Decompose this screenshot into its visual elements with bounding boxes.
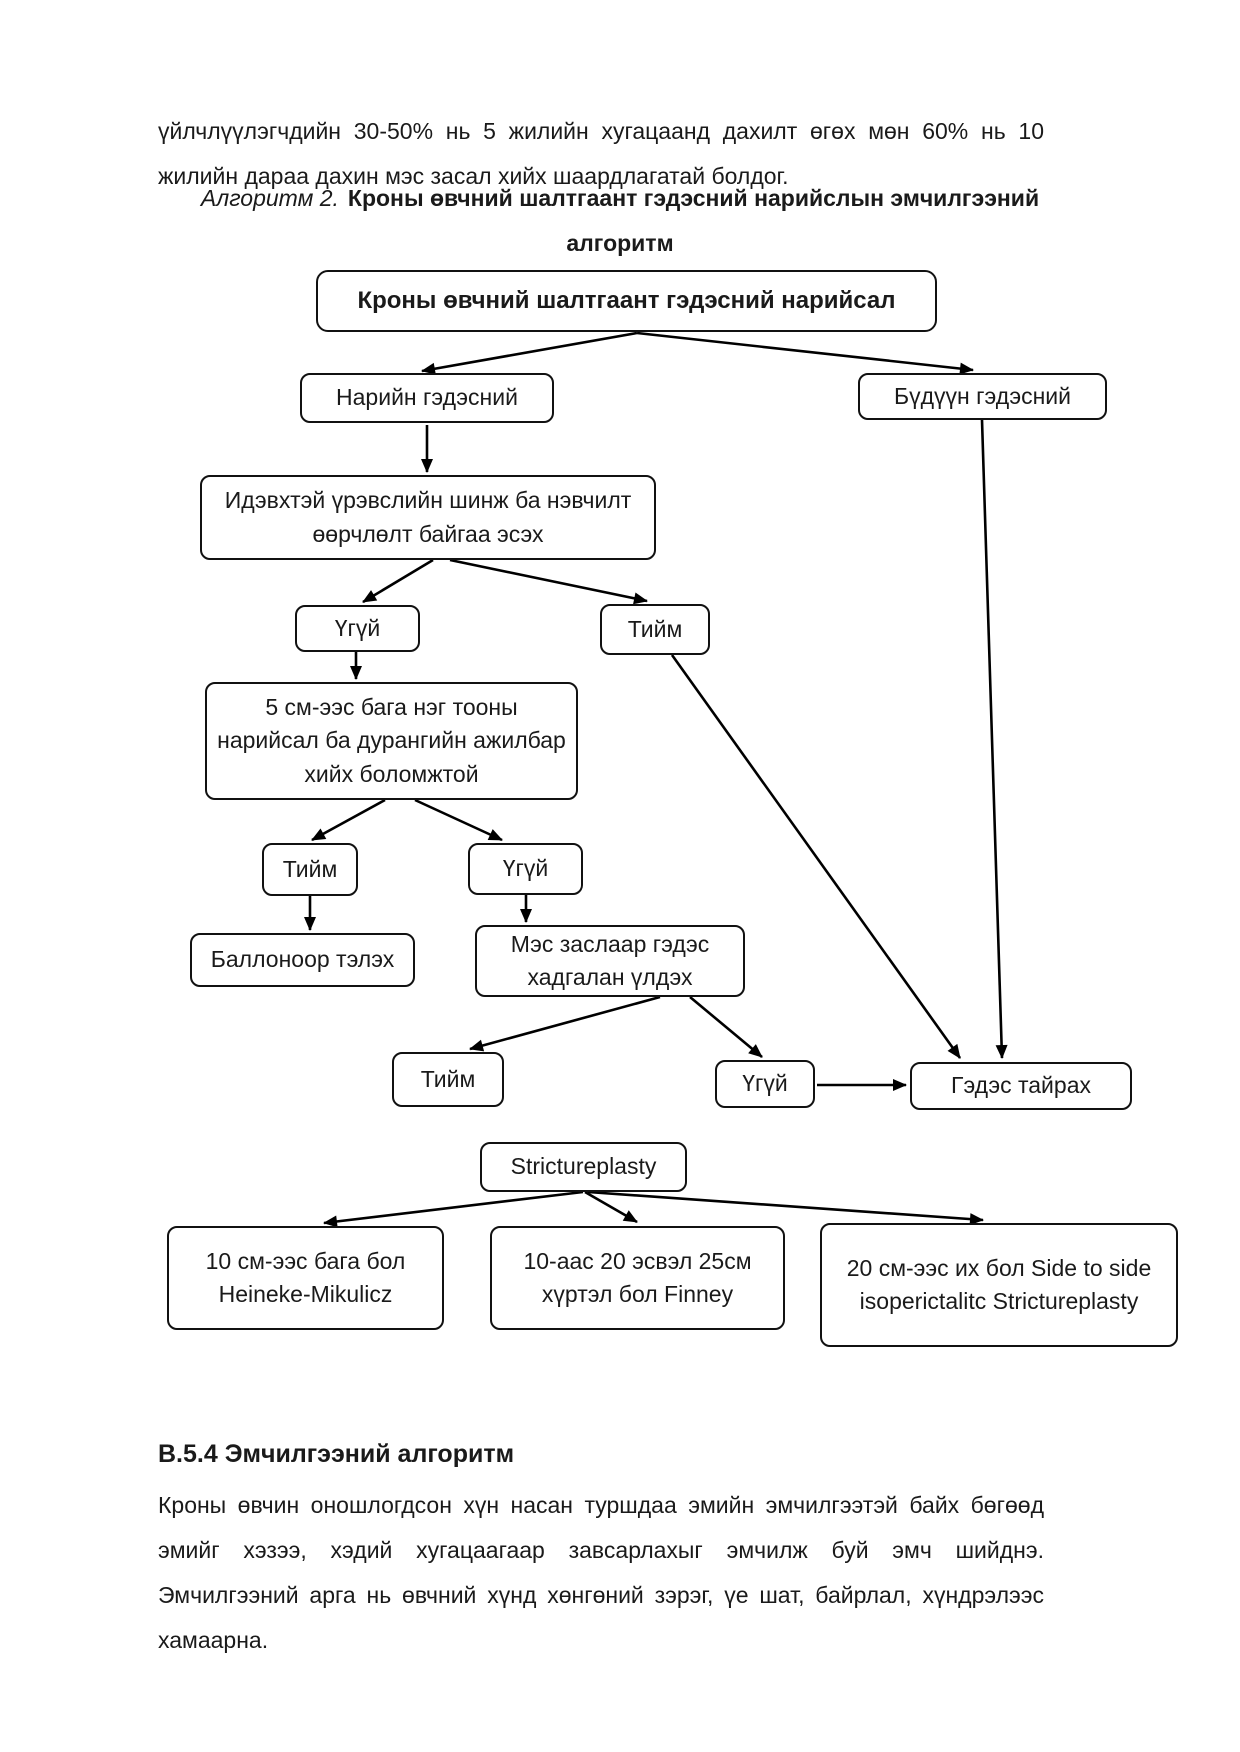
closing-paragraph: Кроны өвчин оношлогдсон хүн насан туршда…: [158, 1492, 1044, 1653]
flowchart-node-yes-2: Тийм: [262, 843, 358, 896]
flowchart-node-heineke-mikulicz: 10 см-ээс бага бол Heineke-Mikulicz: [167, 1226, 444, 1330]
flowchart-node-balloon-dilation: Баллоноор тэлэх: [190, 933, 415, 987]
flowchart-arrow: [414, 798, 503, 842]
flowchart-arrow: [636, 331, 974, 375]
flowchart-node-small-bowel: Нарийн гэдэсний: [300, 373, 554, 423]
flowchart-arrow: [421, 331, 638, 375]
flowchart-node-strictureplasty: Strictureplasty: [480, 1142, 687, 1192]
flowchart-node-finney: 10-аас 20 эсвэл 25см хүртэл бол Finney: [490, 1226, 785, 1330]
flowchart-node-no-1: Үгүй: [295, 605, 420, 652]
figure-caption-label: Алгоритм 2.: [200, 185, 339, 211]
flowchart-arrow: [587, 1190, 984, 1226]
flowchart-node-no-2: Үгүй: [468, 843, 583, 895]
flowchart-arrow: [311, 798, 386, 842]
flowchart-arrow: [980, 419, 1008, 1059]
flowchart-node-yes-1: Тийм: [600, 604, 710, 655]
flowchart-arrow: [449, 558, 648, 605]
flowchart-node-yes-3: Тийм: [392, 1052, 504, 1107]
flowchart-node-root: Кроны өвчний шалтгаант гэдэсний нарийсал: [316, 270, 937, 332]
flowchart-node-active-inflammation: Идэвхтэй үрэвслийн шинж ба нэвчилт өөрчл…: [200, 475, 656, 560]
flowchart-arrow: [323, 1190, 584, 1228]
flowchart-node-resection: Гэдэс тайрах: [910, 1062, 1132, 1110]
figure-caption-title: Кроны өвчний шалтгаант гэдэсний нарийслы…: [347, 185, 1040, 256]
flowchart-node-side-to-side: 20 см-ээс их бол Side to side isopericta…: [820, 1223, 1178, 1347]
flowchart-node-bowel-preserving-surgery: Мэс заслаар гэдэс хадгалан үлдэх: [475, 925, 745, 997]
flowchart-arrow: [362, 558, 434, 604]
flowchart-node-single-stricture: 5 см-ээс бага нэг тооны нарийсал ба дура…: [205, 682, 578, 800]
flowchart-arrow: [584, 1190, 638, 1224]
flowchart-arrow: [670, 654, 962, 1059]
figure-caption: Алгоритм 2. Кроны өвчний шалтгаант гэдэсн…: [165, 176, 1075, 266]
flowchart-node-no-3: Үгүй: [715, 1060, 815, 1108]
section-heading: В.5.4 Эмчилгээний алгоритм: [158, 1439, 515, 1468]
flowchart-arrow: [469, 995, 661, 1052]
flowchart-arrow: [689, 996, 763, 1058]
flowchart-node-large-bowel: Бүдүүн гэдэсний: [858, 373, 1107, 420]
intro-paragraph: үйлчлүүлэгчдийн 30-50% нь 5 жилийн хугац…: [158, 118, 1044, 189]
